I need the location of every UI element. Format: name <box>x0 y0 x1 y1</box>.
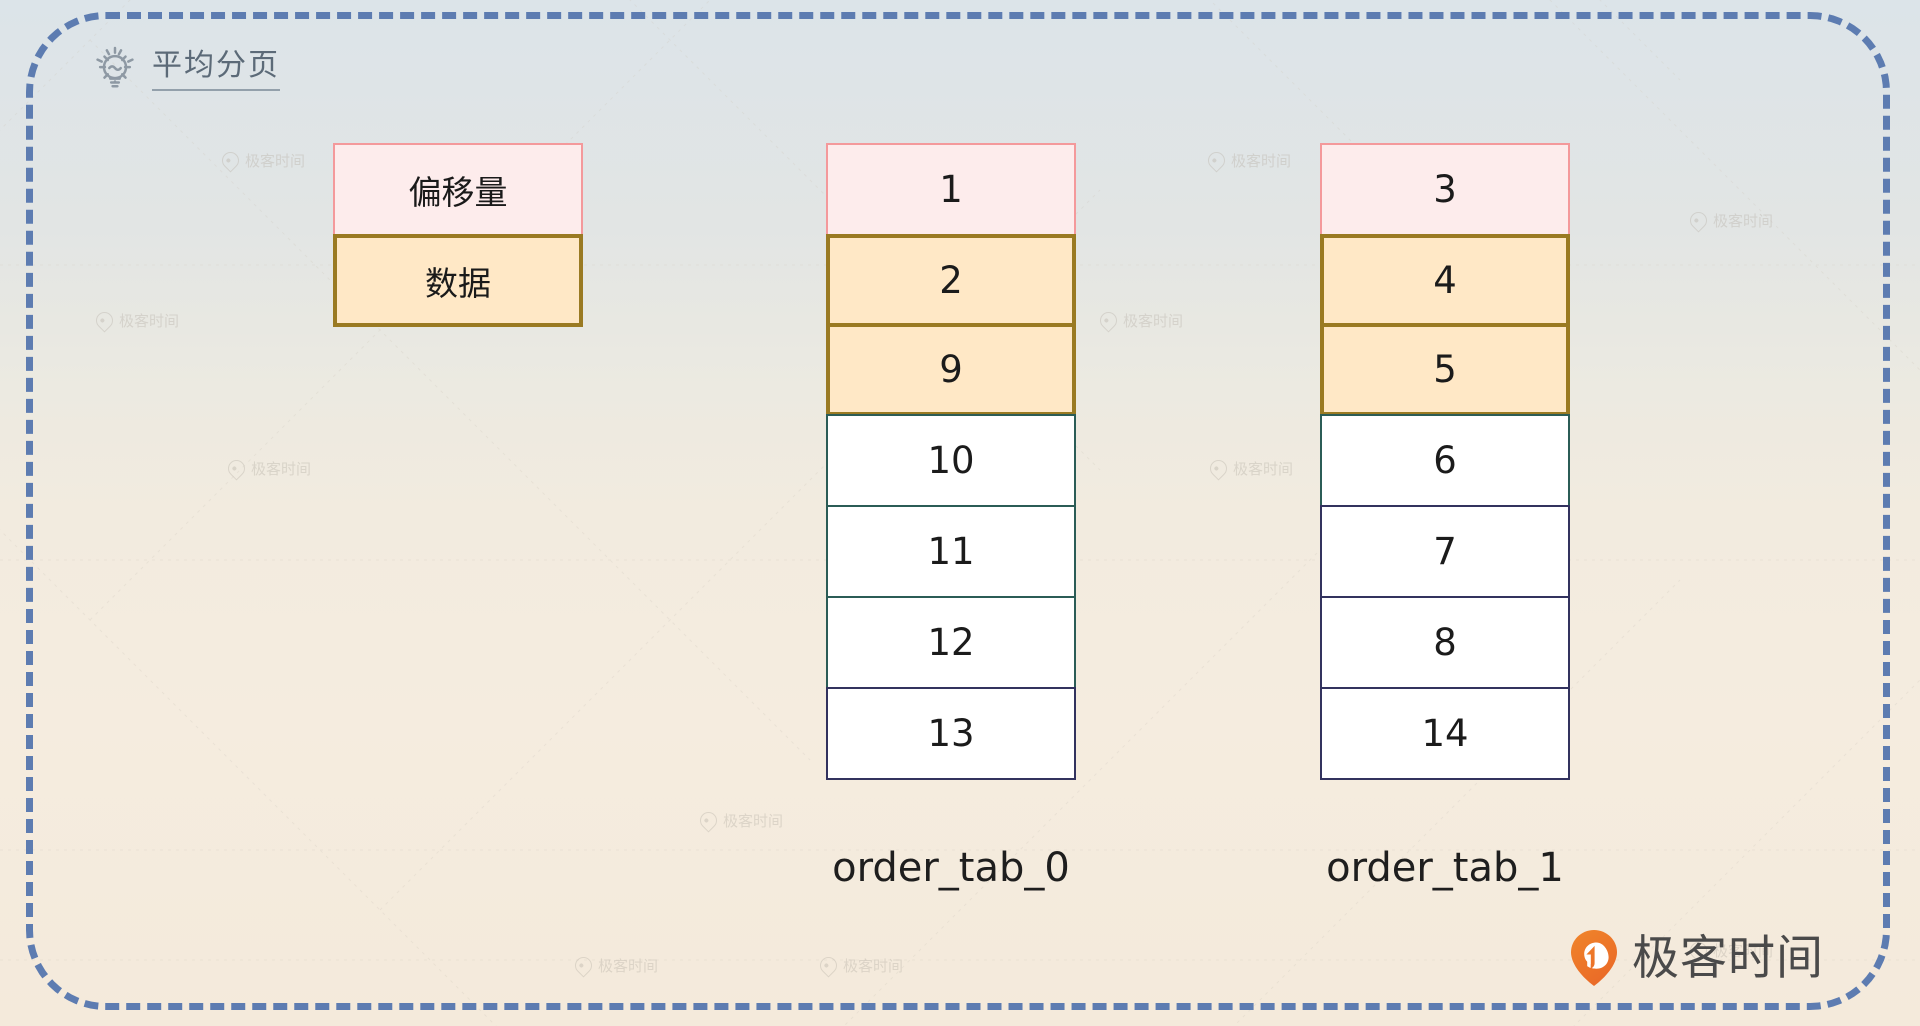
legend-item-data: 数据 <box>333 234 583 327</box>
watermark: 极客时间 <box>1206 456 1294 481</box>
watermark: 极客时间 <box>1204 148 1292 173</box>
watermark: 极客时间 <box>571 953 659 978</box>
table-cell: 12 <box>826 596 1076 689</box>
watermark: 极客时间 <box>1096 308 1184 333</box>
watermark: 极客时间 <box>218 148 306 173</box>
geektime-pin-icon <box>816 953 841 978</box>
watermark: 极客时间 <box>92 308 180 333</box>
table-column-order-tab-1: 3 4 5 6 7 8 14 <box>1320 143 1570 780</box>
watermark-label: 极客时间 <box>119 312 180 330</box>
table-cell: 13 <box>826 687 1076 780</box>
brand-name: 极客时间 <box>1632 930 1824 986</box>
watermark-label: 极客时间 <box>598 957 659 975</box>
table-cell: 14 <box>1320 687 1570 780</box>
legend: 偏移量 数据 <box>333 143 583 327</box>
watermark-label: 极客时间 <box>843 957 904 975</box>
watermark: 极客时间 <box>224 456 312 481</box>
table-cell: 8 <box>1320 596 1570 689</box>
title-row: 平均分页 <box>92 44 280 96</box>
geektime-pin-icon <box>1686 208 1711 233</box>
column-label-order-tab-1: order_tab_1 <box>1326 845 1564 891</box>
geektime-pin-icon <box>696 808 721 833</box>
watermark-label: 极客时间 <box>1231 152 1292 170</box>
table-column-order-tab-0: 1 2 9 10 11 12 13 <box>826 143 1076 780</box>
table-cell: 3 <box>1320 143 1570 236</box>
table-cell: 1 <box>826 143 1076 236</box>
geektime-pin-icon <box>92 308 117 333</box>
geektime-pin-icon <box>224 456 249 481</box>
table-cell: 4 <box>1320 234 1570 327</box>
watermark-label: 极客时间 <box>1123 312 1184 330</box>
watermark-label: 极客时间 <box>1233 460 1294 478</box>
watermark: 极客时间 <box>816 953 904 978</box>
page-title: 平均分页 <box>152 49 280 91</box>
geektime-pin-icon <box>1206 456 1231 481</box>
legend-item-offset: 偏移量 <box>333 143 583 236</box>
watermark-label: 极客时间 <box>251 460 312 478</box>
watermark: 极客时间 <box>696 808 784 833</box>
watermark-label: 极客时间 <box>723 812 784 830</box>
geektime-pin-icon <box>1096 308 1121 333</box>
table-cell: 9 <box>826 323 1076 416</box>
brand-logo: 极客时间 <box>1566 928 1824 988</box>
table-cell: 5 <box>1320 323 1570 416</box>
table-cell: 2 <box>826 234 1076 327</box>
watermark-label: 极客时间 <box>1713 212 1774 230</box>
table-cell: 10 <box>826 414 1076 507</box>
table-cell: 7 <box>1320 505 1570 598</box>
table-cell: 6 <box>1320 414 1570 507</box>
geektime-pin-icon <box>1204 148 1229 173</box>
geektime-pin-icon <box>571 953 596 978</box>
watermark-label: 极客时间 <box>245 152 306 170</box>
geektime-pin-icon <box>218 148 243 173</box>
column-label-order-tab-0: order_tab_0 <box>832 845 1070 891</box>
lightbulb-icon <box>96 46 134 88</box>
geektime-pin-icon <box>1571 930 1617 986</box>
table-cell: 11 <box>826 505 1076 598</box>
watermark: 极客时间 <box>1686 208 1774 233</box>
